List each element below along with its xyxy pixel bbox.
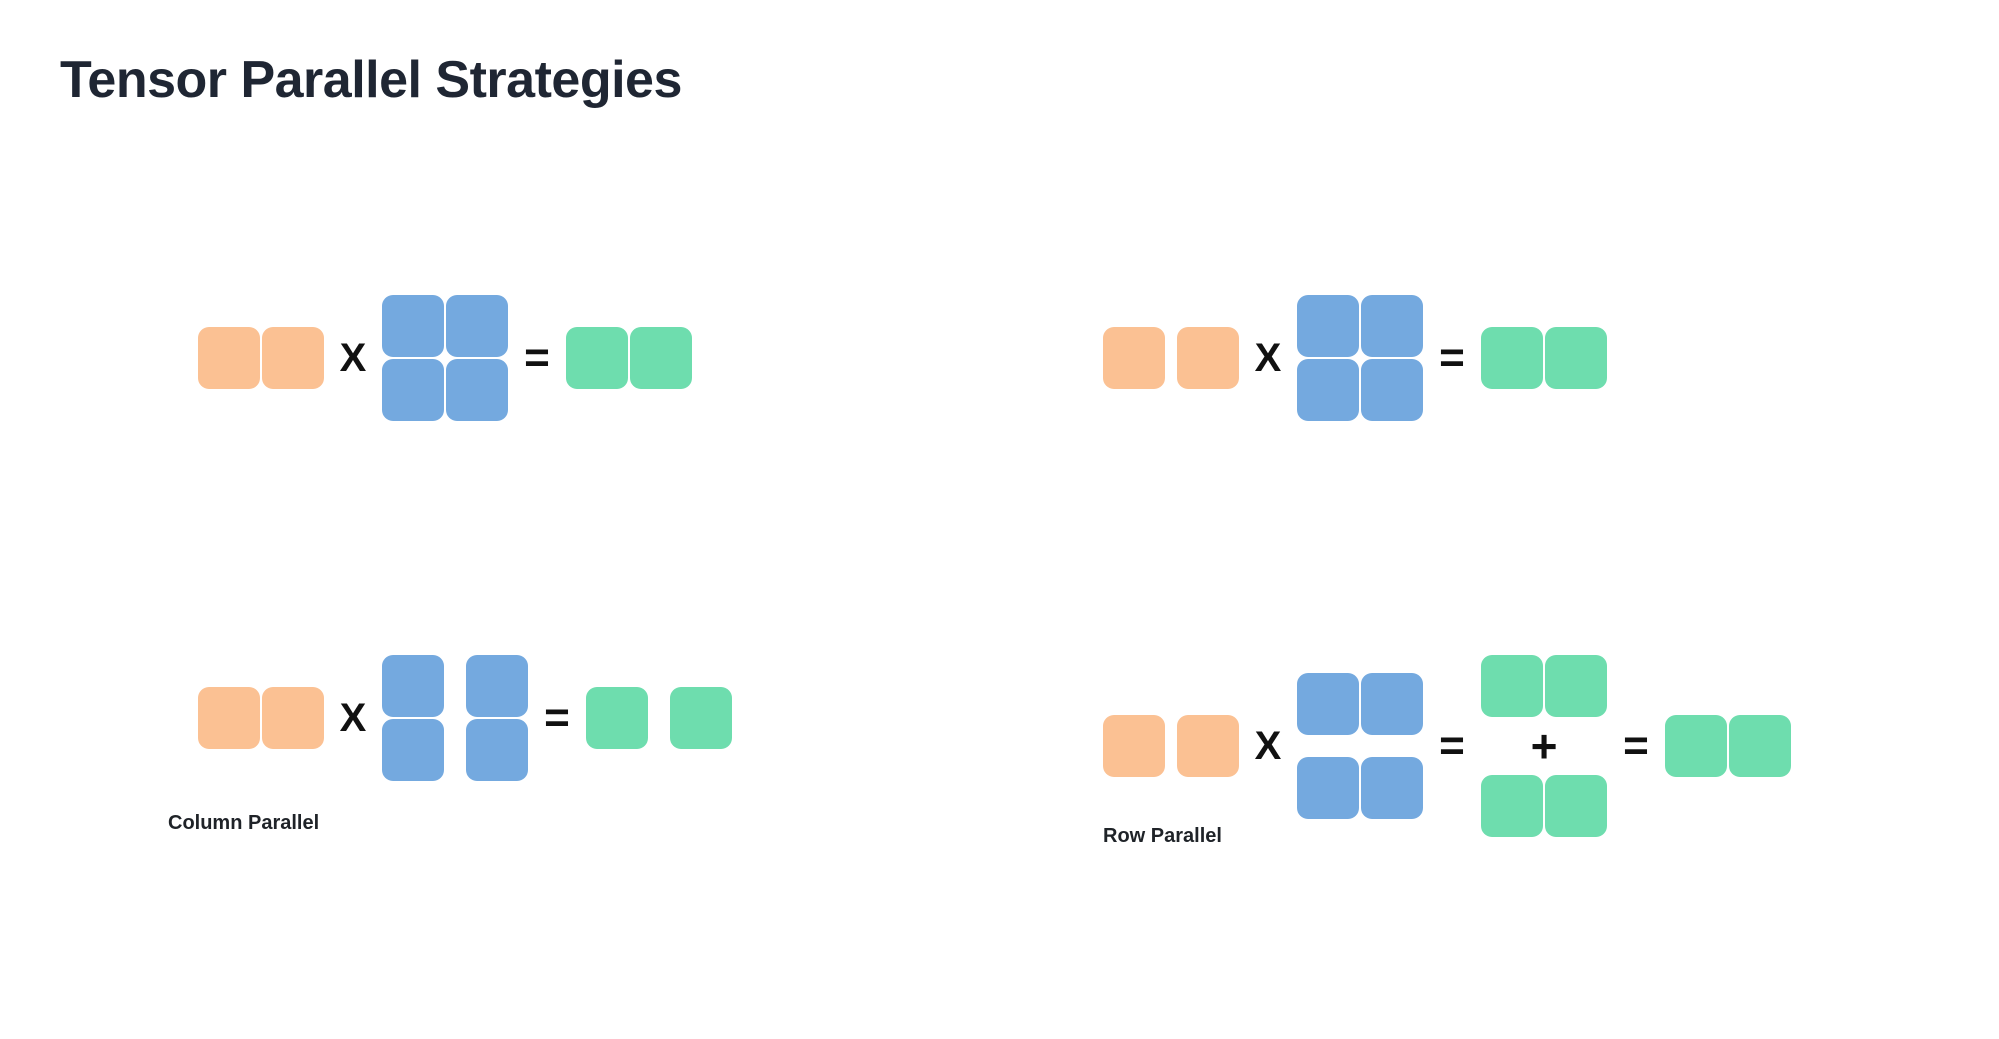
- equation-row: X =: [198, 655, 732, 781]
- matrix-row: [382, 295, 508, 357]
- cell-weight-1-0: [1297, 757, 1359, 819]
- weight-matrix-row-sharded: [1297, 673, 1423, 819]
- matrix-row: [198, 687, 324, 749]
- caption-column-parallel: Column Parallel: [168, 812, 320, 834]
- operator-equals: =: [1439, 333, 1465, 382]
- partial-sum-1: [1481, 775, 1607, 837]
- cell-input-0-0: [1103, 715, 1165, 777]
- matrix-row: [382, 359, 508, 421]
- cell-weight-0-1: [1361, 673, 1423, 735]
- cell-weight-0-0: [382, 655, 444, 717]
- diagram-row-parallel-unsharded: X =: [1103, 295, 1607, 421]
- cell-input-0-0: [198, 327, 260, 389]
- input-activation-matrix: [1103, 327, 1239, 389]
- weight-matrix: [382, 295, 508, 421]
- cell-input-0-0: [198, 687, 260, 749]
- partial-sum-0: [1481, 655, 1607, 717]
- operator-equals: =: [524, 333, 550, 382]
- input-activation-matrix: [1103, 715, 1239, 777]
- matrix-row: [1297, 359, 1423, 421]
- input-activation-matrix: [198, 687, 324, 749]
- operator-equals: =: [544, 693, 570, 742]
- cell-output-shard-0: [586, 687, 648, 749]
- cell-partial-1-0: [1481, 775, 1543, 837]
- cell-input-0-1: [262, 687, 324, 749]
- output-matrix: [1665, 715, 1791, 777]
- output-matrix: [1481, 327, 1607, 389]
- cell-output-0-1: [1729, 715, 1791, 777]
- operator-plus: +: [1530, 720, 1558, 772]
- output-matrix-column-sharded: [586, 687, 732, 749]
- cell-weight-0-0: [382, 295, 444, 357]
- equation-row: X = + =: [1103, 655, 1791, 837]
- matrix-row: [566, 327, 692, 389]
- cell-weight-1-0: [382, 359, 444, 421]
- cell-output-0-1: [1545, 327, 1607, 389]
- cell-weight-1-0: [1297, 359, 1359, 421]
- cell-partial-0-1: [1545, 655, 1607, 717]
- cell-input-0-1: [1177, 715, 1239, 777]
- cell-weight-0-0: [1297, 673, 1359, 735]
- cell-partial-0-0: [1481, 655, 1543, 717]
- weight-shard-row-0: [1297, 673, 1423, 735]
- cell-weight-1-0: [382, 719, 444, 781]
- operator-multiply: X: [1254, 336, 1282, 380]
- cell-output-0-0: [566, 327, 628, 389]
- cell-partial-1-1: [1545, 775, 1607, 837]
- input-activation-matrix: [198, 327, 324, 389]
- cell-weight-0-1: [1361, 295, 1423, 357]
- matrix-row: [198, 327, 324, 389]
- cell-output-shard-1: [670, 687, 732, 749]
- cell-weight-1-1: [1361, 359, 1423, 421]
- weight-shard-column-0: [382, 655, 444, 781]
- cell-weight-1-1: [446, 359, 508, 421]
- equation-row: X =: [198, 295, 692, 421]
- page-title: Tensor Parallel Strategies: [60, 51, 682, 109]
- cell-weight-0-1: [466, 655, 528, 717]
- equation-row: X =: [1103, 295, 1607, 421]
- weight-matrix-column-sharded: [382, 655, 528, 781]
- cell-input-0-0: [1103, 327, 1165, 389]
- caption-row-parallel: Row Parallel: [1103, 825, 1222, 847]
- cell-output-0-1: [630, 327, 692, 389]
- cell-weight-1-1: [1361, 757, 1423, 819]
- matrix-row: [1297, 295, 1423, 357]
- matrix-row: [1103, 715, 1239, 777]
- matrix-row: [1481, 327, 1607, 389]
- operator-equals-final: =: [1623, 721, 1649, 770]
- cell-output-0-0: [1665, 715, 1727, 777]
- cell-weight-0-0: [1297, 295, 1359, 357]
- matrix-row: [1665, 715, 1791, 777]
- matrix-row: [586, 687, 732, 749]
- cell-weight-1-1: [466, 719, 528, 781]
- diagram-column-parallel-unsharded: X =: [198, 295, 692, 421]
- diagram-column-parallel-sharded: X =: [198, 655, 732, 781]
- operator-multiply: X: [339, 336, 367, 380]
- weight-shard-column-1: [466, 655, 528, 781]
- cell-input-0-1: [1177, 327, 1239, 389]
- diagram-row-parallel-sharded: X = + =: [1103, 655, 1791, 837]
- partial-sums-group: +: [1481, 655, 1607, 837]
- weight-matrix: [1297, 295, 1423, 421]
- operator-multiply: X: [339, 696, 367, 740]
- cell-output-0-0: [1481, 327, 1543, 389]
- cell-input-0-1: [262, 327, 324, 389]
- cell-weight-0-1: [446, 295, 508, 357]
- operator-equals: =: [1439, 721, 1465, 770]
- operator-multiply: X: [1254, 724, 1282, 768]
- weight-shard-row-1: [1297, 757, 1423, 819]
- output-matrix: [566, 327, 692, 389]
- matrix-row: [1103, 327, 1239, 389]
